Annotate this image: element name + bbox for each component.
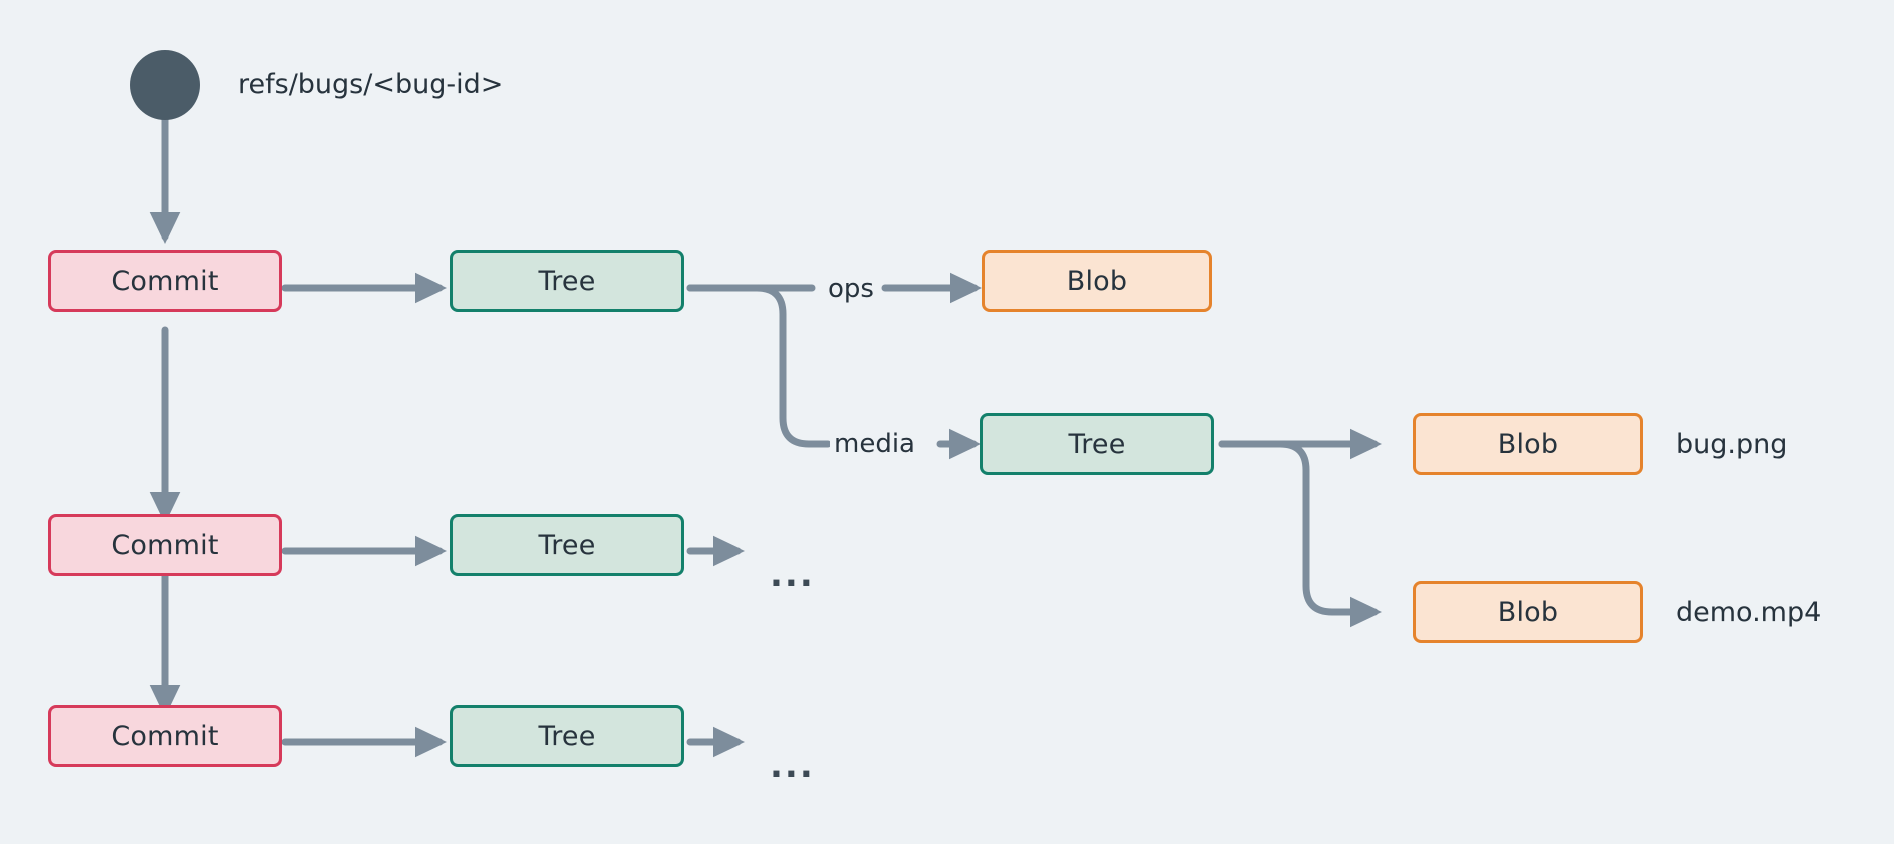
ellipsis-row-3: ...	[770, 746, 815, 786]
ref-dot[interactable]	[130, 50, 200, 120]
edge-tree1-to-media	[686, 284, 832, 448]
file-label-bug-png: bug.png	[1676, 429, 1788, 460]
node-tree-3[interactable]: Tree	[450, 705, 684, 767]
node-tree-media[interactable]: Tree	[980, 413, 1214, 475]
node-tree-2[interactable]: Tree	[450, 514, 684, 576]
node-tree-1[interactable]: Tree	[450, 250, 684, 312]
node-commit-1[interactable]: Commit	[48, 250, 282, 312]
file-label-demo-mp4: demo.mp4	[1676, 597, 1822, 628]
node-commit-2[interactable]: Commit	[48, 514, 282, 576]
node-blob-demo-mp4[interactable]: Blob	[1413, 581, 1643, 643]
ellipsis-row-2: ...	[770, 555, 815, 595]
edge-label-ops: ops	[824, 276, 878, 302]
node-blob-bug-png[interactable]: Blob	[1413, 413, 1643, 475]
node-blob-ops[interactable]: Blob	[982, 250, 1212, 312]
ref-label: refs/bugs/<bug-id>	[238, 69, 504, 100]
edge-treemedia-to-blob-demo	[1218, 440, 1383, 628]
edge-label-media: media	[830, 431, 919, 457]
node-commit-3[interactable]: Commit	[48, 705, 282, 767]
